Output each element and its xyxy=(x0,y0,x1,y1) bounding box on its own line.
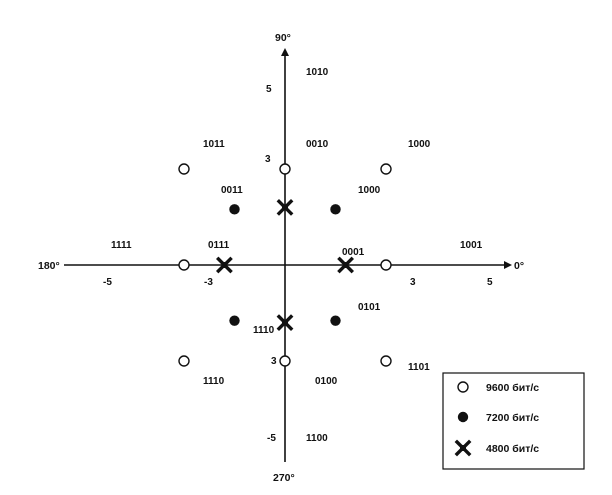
angle-label-270: 270° xyxy=(273,472,295,484)
code-label-x-0-m3: 0100 xyxy=(315,376,338,387)
point-p-5-m5 xyxy=(380,355,392,367)
tick-y-5: 5 xyxy=(266,84,272,95)
code-label-p-5-0: 1001 xyxy=(460,240,483,251)
code-label-p-2-2: 1000 xyxy=(358,185,381,196)
tick-x-neg-5: -5 xyxy=(103,277,112,288)
tick-x-3: 3 xyxy=(410,277,416,288)
legend-label-2: 4800 бит/с xyxy=(486,443,539,455)
point-p-0-5 xyxy=(279,163,291,175)
code-label-p-5-5: 1000 xyxy=(408,139,431,150)
code-label-p-m2-m2: 1110 xyxy=(253,325,275,336)
point-p-m2-m2 xyxy=(229,315,240,326)
code-label-x-m3-0: 0111 xyxy=(208,240,230,251)
tick-x-5: 5 xyxy=(487,277,493,288)
angle-label-0: 0° xyxy=(514,260,524,272)
constellation-points xyxy=(178,163,392,367)
point-p-m5-0 xyxy=(178,259,190,271)
code-label-p-0-m5: 1100 xyxy=(306,433,328,444)
tick-y-neg-3: 3 xyxy=(271,356,277,367)
legend-label-1: 7200 бит/с xyxy=(486,412,539,424)
point-x-0-3 xyxy=(276,198,294,216)
point-p-5-5 xyxy=(380,163,392,175)
point-p-2-2 xyxy=(330,204,341,215)
code-label-p-m5-m5: 1110 xyxy=(203,376,225,387)
code-label-x-0-3: 0010 xyxy=(306,139,329,150)
point-x-3-0 xyxy=(337,256,355,274)
angle-label-90: 90° xyxy=(275,32,291,44)
code-label-p-m5-5: 1011 xyxy=(203,139,225,150)
legend-label-0: 9600 бит/с xyxy=(486,382,539,394)
legend-marker-1 xyxy=(457,411,469,423)
tick-y-3: 3 xyxy=(265,154,271,165)
code-label-p-0-5: 1010 xyxy=(306,67,329,78)
point-p-2-m2 xyxy=(330,315,341,326)
tick-x-neg-3: -3 xyxy=(204,277,213,288)
code-label-p-5-m5: 1101 xyxy=(408,362,430,373)
point-p-m5-m5 xyxy=(178,355,190,367)
legend-marker-2 xyxy=(454,439,472,457)
constellation-code-labels: 1001 1010 1111 1100 1000 1011 1110 1101 1000 0011… xyxy=(111,67,483,444)
point-p-m5-5 xyxy=(178,163,190,175)
angle-label-180: 180° xyxy=(38,260,60,272)
point-x-0-m3 xyxy=(276,314,294,332)
point-p-0-m5 xyxy=(279,355,291,367)
point-p-m2-2 xyxy=(229,204,240,215)
legend: 9600 бит/с 7200 бит/с 4800 бит/с xyxy=(442,372,585,470)
code-label-p-m5-0: 1111 xyxy=(111,240,132,251)
code-label-x-3-0: 0001 xyxy=(342,247,365,258)
point-p-5-0 xyxy=(380,259,392,271)
tick-y-neg-5: -5 xyxy=(267,433,276,444)
code-label-p-m2-2: 0011 xyxy=(221,185,243,196)
legend-marker-0 xyxy=(457,381,469,393)
code-label-p-2-m2: 0101 xyxy=(358,302,381,313)
point-x-m3-0 xyxy=(215,256,233,274)
